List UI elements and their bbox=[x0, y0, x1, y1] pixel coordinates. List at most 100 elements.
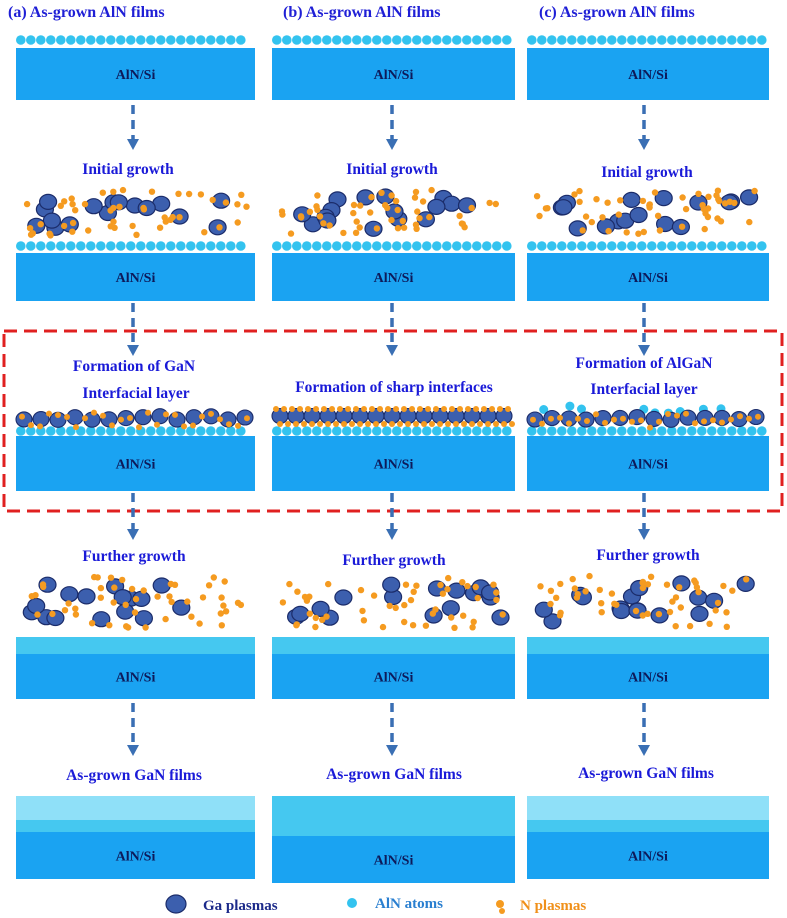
column-c-initial-cloud-n-plasma bbox=[544, 205, 551, 212]
column-c-further-cloud-n-plasma bbox=[695, 588, 702, 596]
column-b-further-cloud-n-plasma bbox=[499, 611, 506, 618]
column-c-further-cloud-n-plasma bbox=[677, 604, 684, 611]
column-b-further-cloud-n-plasma bbox=[451, 624, 458, 631]
column-c-further-cloud-n-plasma bbox=[723, 609, 730, 616]
column-b-further-cloud-n-plasma bbox=[392, 604, 399, 612]
column-c-interface-n-plasma bbox=[674, 412, 680, 419]
column-c-gan-film bbox=[527, 796, 769, 820]
plasma-particles-group bbox=[15, 186, 765, 631]
column-c-further-cloud-ga-plasma bbox=[690, 605, 709, 623]
column-c-further-cloud-n-plasma bbox=[644, 581, 652, 588]
column-c-aln-atom-top bbox=[717, 35, 727, 45]
column-a-initial-cloud-n-plasma bbox=[81, 200, 89, 208]
column-a-further-cloud-n-plasma bbox=[49, 610, 56, 618]
column-b-aln-atom-initial bbox=[502, 241, 512, 251]
column-a-aln-atom-top bbox=[116, 35, 126, 45]
column-a-interface-n-plasma bbox=[217, 416, 223, 423]
column-a-initial-cloud-n-plasma bbox=[209, 196, 216, 204]
column-b-initial-cloud-n-plasma bbox=[356, 224, 363, 231]
column-b-aln-atom-top bbox=[502, 35, 512, 45]
column-a-further-cloud-n-plasma bbox=[34, 611, 41, 618]
column-c-aln-atom-top bbox=[687, 35, 697, 45]
column-c-aln-atom-top bbox=[597, 35, 607, 45]
column-b-aln-atom-interface bbox=[332, 426, 342, 436]
column-c-aln-atom-initial bbox=[747, 241, 757, 251]
column-b-substrate-stage1 bbox=[272, 253, 515, 301]
column-c-aln-atom-interface bbox=[557, 426, 567, 436]
column-c-interface-n-plasma bbox=[656, 418, 662, 425]
column-c-aln-atom-interface bbox=[717, 426, 727, 436]
column-a-aln-atom-interface bbox=[166, 426, 176, 436]
column-c-initial-cloud-n-plasma bbox=[623, 229, 630, 236]
column-a-aln-atom-interface bbox=[15, 426, 26, 436]
column-b-initial-cloud-n-plasma bbox=[326, 222, 333, 229]
column-a-further-cloud-n-plasma bbox=[171, 581, 179, 588]
column-a-initial-cloud-n-plasma bbox=[148, 188, 156, 195]
column-b-initial-cloud-n-plasma bbox=[388, 216, 395, 224]
column-c-aln-atom-interface bbox=[577, 426, 587, 436]
column-b-aln-atom-initial bbox=[302, 241, 312, 251]
column-c-initial-cloud-n-plasma bbox=[714, 215, 721, 222]
column-b-aln-atom-top bbox=[482, 35, 492, 45]
column-a-interface-n-plasma bbox=[28, 422, 34, 429]
column-b-interface-n-plasma bbox=[381, 421, 387, 427]
column-b-aln-atom-interface bbox=[392, 426, 402, 436]
column-b-aln-atom-initial bbox=[442, 241, 452, 251]
column-c-interface-n-plasma bbox=[665, 411, 671, 417]
column-c-further-cloud-n-plasma bbox=[672, 623, 679, 630]
column-b-aln-atom-top bbox=[402, 35, 412, 45]
column-c-aln-atom-top bbox=[547, 35, 557, 45]
column-a-initial-cloud-n-plasma bbox=[175, 190, 182, 197]
column-a-aln-atom-interface bbox=[216, 426, 226, 436]
column-a-further-cloud-n-plasma bbox=[199, 594, 207, 601]
legend-aln-label: AlN atoms bbox=[375, 896, 443, 912]
column-c-aln-atom-initial bbox=[727, 241, 737, 251]
column-b-further-cloud-n-plasma bbox=[493, 589, 500, 596]
column-a-initial-cloud-n-plasma bbox=[169, 213, 176, 221]
column-b-aln-atom-initial bbox=[332, 241, 342, 251]
column-b-further-cloud-n-plasma bbox=[407, 596, 415, 604]
column-a-initial-cloud-ga-plasma bbox=[38, 193, 58, 210]
column-c-aln-atom-interface bbox=[567, 426, 577, 436]
column-a-aln-atom-initial bbox=[156, 241, 166, 251]
column-b-interface-n-plasma bbox=[385, 406, 391, 412]
column-c-initial-growth-label: Initial growth bbox=[601, 164, 693, 181]
column-c-initial-cloud-n-plasma bbox=[579, 227, 586, 234]
column-c-initial-cloud-n-plasma bbox=[635, 230, 642, 237]
column-a-initial-cloud-n-plasma bbox=[140, 206, 148, 213]
column-a-aln-atom-initial bbox=[186, 241, 196, 251]
column-b-interface-n-plasma bbox=[449, 406, 455, 412]
column-a-aln-atom-interface bbox=[66, 426, 76, 436]
column-c-aln-atom-initial bbox=[717, 241, 727, 251]
column-b-aln-atom-initial bbox=[492, 241, 502, 251]
column-a-arrow-3-head bbox=[127, 529, 139, 540]
column-b-interface-n-plasma bbox=[441, 406, 447, 412]
column-c-aln-atom-initial bbox=[557, 241, 567, 251]
column-c-further-cloud-n-plasma bbox=[676, 584, 683, 591]
column-c-aln-atom-interface bbox=[747, 426, 757, 436]
column-c-substrate-further bbox=[527, 654, 769, 699]
column-a-interface-n-plasma bbox=[235, 422, 241, 429]
column-b-aln-atom-interface bbox=[382, 426, 392, 436]
column-b-interface-n-plasma bbox=[417, 406, 423, 412]
column-c-further-growth-label: Further growth bbox=[596, 547, 700, 564]
column-b-aln-atom-initial bbox=[352, 241, 362, 251]
column-c-interface-n-plasma bbox=[710, 417, 716, 424]
column-a-aln-atom-interface bbox=[86, 426, 96, 436]
column-c-further-cloud-n-plasma bbox=[693, 584, 701, 591]
column-b-interface-n-plasma bbox=[285, 421, 291, 427]
column-a-further-cloud-n-plasma bbox=[122, 601, 129, 608]
column-c-interface-aln-atom bbox=[539, 405, 549, 414]
column-c-initial-cloud-ga-plasma bbox=[629, 206, 648, 224]
column-b-substrate-label-stage1: AlN/Si bbox=[374, 271, 414, 286]
column-a-further-cloud-ga-plasma bbox=[152, 577, 171, 594]
column-a-interface-n-plasma bbox=[136, 424, 142, 431]
column-b-interface-n-plasma bbox=[349, 421, 355, 427]
column-c-further-cloud-n-plasma bbox=[706, 620, 713, 627]
column-b-initial-cloud-ga-plasma bbox=[442, 195, 461, 212]
column-c-interface-label-line2: Interfacial layer bbox=[590, 381, 697, 398]
column-c-interface-n-plasma bbox=[557, 414, 563, 421]
column-c-further-cloud-n-plasma bbox=[647, 573, 655, 580]
column-a-aln-atom-initial bbox=[176, 241, 186, 251]
